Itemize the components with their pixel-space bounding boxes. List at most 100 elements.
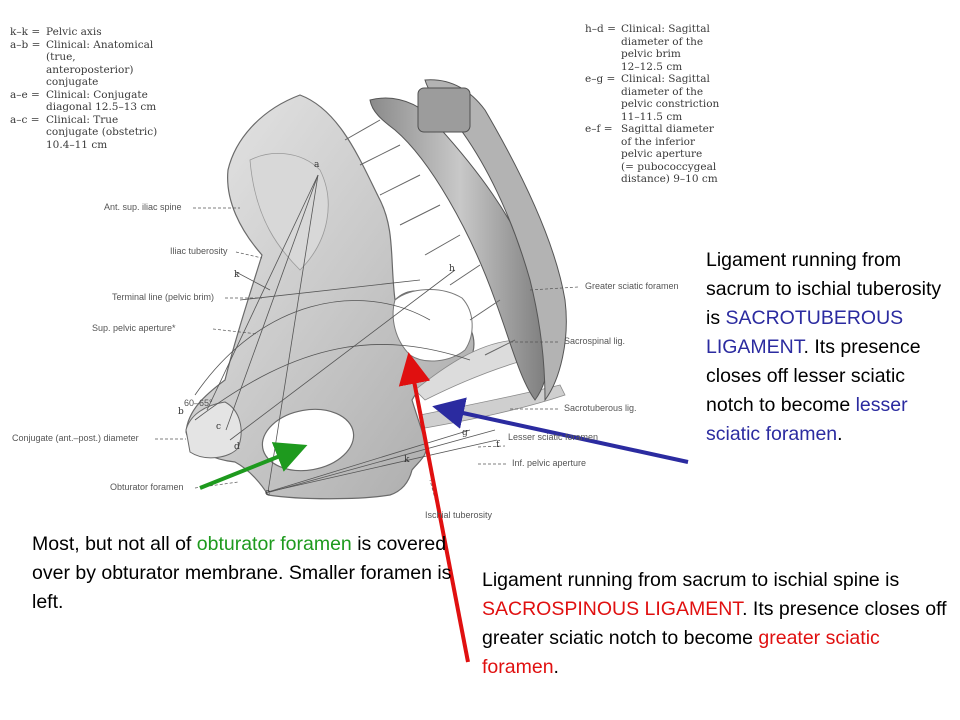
legend-row: distance) 9–10 cm bbox=[585, 173, 745, 186]
legend-text: conjugate (obstetric) bbox=[46, 126, 180, 139]
legend-row: (true, bbox=[10, 51, 180, 64]
letter-k-top: k bbox=[234, 270, 239, 280]
sacrospinous-ligament-highlight: SACROSPINOUS LIGAMENT bbox=[482, 598, 742, 620]
legend-key bbox=[585, 48, 621, 61]
legend-row: diagonal 12.5–13 cm bbox=[10, 101, 180, 114]
legend-key bbox=[585, 61, 621, 74]
note-text: . bbox=[837, 423, 842, 445]
label-terminal-line: Terminal line (pelvic brim) bbox=[112, 292, 214, 302]
letter-e: e bbox=[265, 488, 270, 498]
legend-text: Clinical: True bbox=[46, 114, 180, 127]
note-sacrospinous: Ligament running from sacrum to ischial … bbox=[482, 566, 952, 682]
legend-row: conjugate bbox=[10, 76, 180, 89]
legend-text: 10.4–11 cm bbox=[46, 139, 180, 152]
legend-row: 11–11.5 cm bbox=[585, 111, 745, 124]
legend-key bbox=[10, 51, 46, 64]
letter-c: c bbox=[216, 422, 221, 432]
note-text: . bbox=[554, 656, 559, 678]
legend-text: diameter of the bbox=[621, 36, 745, 49]
legend-text: Sagittal diameter bbox=[621, 123, 745, 136]
legend-row: 12–12.5 cm bbox=[585, 61, 745, 74]
legend-key: a–e = bbox=[10, 89, 46, 102]
label-obturator-foramen: Obturator foramen bbox=[110, 482, 184, 492]
label-inf-pelvic-aperture: Inf. pelvic aperture bbox=[512, 458, 586, 468]
legend-row: a–e =Clinical: Conjugate bbox=[10, 89, 180, 102]
legend-row: a–c =Clinical: True bbox=[10, 114, 180, 127]
legend-text: Clinical: Conjugate bbox=[46, 89, 180, 102]
legend-key bbox=[585, 36, 621, 49]
legend-text: Pelvic axis bbox=[46, 26, 180, 39]
legend-key: h–d = bbox=[585, 23, 621, 36]
legend-row: 10.4–11 cm bbox=[10, 139, 180, 152]
legend-text: distance) 9–10 cm bbox=[621, 173, 745, 186]
legend-text: conjugate bbox=[46, 76, 180, 89]
vertebra-block bbox=[418, 88, 470, 132]
note-text: Ligament running from sacrum to ischial … bbox=[482, 569, 899, 591]
legend-row: of the inferior bbox=[585, 136, 745, 149]
legend-row: pelvic aperture bbox=[585, 148, 745, 161]
legend-text: pelvic brim bbox=[621, 48, 745, 61]
letter-g: g bbox=[462, 428, 468, 438]
legend-key bbox=[10, 101, 46, 114]
legend-row: pelvic brim bbox=[585, 48, 745, 61]
obturator-foramen-highlight: obturator foramen bbox=[197, 533, 352, 555]
legend-row: pelvic constriction bbox=[585, 98, 745, 111]
label-greater-sciatic-foramen: Greater sciatic foramen bbox=[585, 281, 679, 291]
legend-row: diameter of the bbox=[585, 36, 745, 49]
legend-key: e–f = bbox=[585, 123, 621, 136]
note-obturator: Most, but not all of obturator foramen i… bbox=[32, 530, 452, 617]
legend-text: Clinical: Anatomical bbox=[46, 39, 180, 52]
label-angle: 60–65° bbox=[184, 398, 213, 408]
legend-text: diagonal 12.5–13 cm bbox=[46, 101, 180, 114]
legend-key bbox=[10, 76, 46, 89]
letter-f: f bbox=[496, 440, 499, 450]
legend-key: e–g = bbox=[585, 73, 621, 86]
legend-key bbox=[10, 126, 46, 139]
label-sacrotuberous-lig: Sacrotuberous lig. bbox=[564, 403, 637, 413]
legend-row: a–b =Clinical: Anatomical bbox=[10, 39, 180, 52]
legend-row: diameter of the bbox=[585, 86, 745, 99]
legend-text: 11–11.5 cm bbox=[621, 111, 745, 124]
legend-key: a–c = bbox=[10, 114, 46, 127]
legend-row: e–f =Sagittal diameter bbox=[585, 123, 745, 136]
label-sup-pelvic-aperture: Sup. pelvic aperture* bbox=[92, 323, 176, 333]
letter-b: b bbox=[178, 407, 184, 417]
legend-key bbox=[585, 98, 621, 111]
legend-key bbox=[585, 111, 621, 124]
letter-a: a bbox=[314, 160, 319, 170]
legend-text: Clinical: Sagittal bbox=[621, 23, 745, 36]
legend-key bbox=[10, 64, 46, 77]
legend-text: anteroposterior) bbox=[46, 64, 180, 77]
legend-row: h–d =Clinical: Sagittal bbox=[585, 23, 745, 36]
note-sacrotuberous: Ligament running from sacrum to ischial … bbox=[706, 246, 951, 449]
legend-key bbox=[585, 136, 621, 149]
legend-key bbox=[585, 148, 621, 161]
label-ischial-tuberosity: Ischial tuberosity bbox=[425, 510, 492, 520]
legend-row: k–k =Pelvic axis bbox=[10, 26, 180, 39]
legend-row: (= pubococcygeal bbox=[585, 161, 745, 174]
legend-key: a–b = bbox=[10, 39, 46, 52]
letter-d: d bbox=[234, 442, 240, 452]
legend-row: e–g =Clinical: Sagittal bbox=[585, 73, 745, 86]
legend-row: conjugate (obstetric) bbox=[10, 126, 180, 139]
legend-key bbox=[10, 139, 46, 152]
label-conjugate-diameter: Conjugate (ant.–post.) diameter bbox=[12, 433, 139, 443]
legend-text: 12–12.5 cm bbox=[621, 61, 745, 74]
legend-text: pelvic constriction bbox=[621, 98, 745, 111]
letter-h: h bbox=[449, 264, 455, 274]
legend-row: anteroposterior) bbox=[10, 64, 180, 77]
legend-text: Clinical: Sagittal bbox=[621, 73, 745, 86]
label-ant-sup-iliac-spine: Ant. sup. iliac spine bbox=[104, 202, 182, 212]
legend-text: (= pubococcygeal bbox=[621, 161, 745, 174]
legend-text: of the inferior bbox=[621, 136, 745, 149]
label-sacrospinal-lig: Sacrospinal lig. bbox=[564, 336, 625, 346]
label-lesser-sciatic-foramen: Lesser sciatic foramen bbox=[508, 432, 598, 442]
label-iliac-tuberosity: Iliac tuberosity bbox=[170, 246, 228, 256]
legend-text: (true, bbox=[46, 51, 180, 64]
legend-key: k–k = bbox=[10, 26, 46, 39]
note-text: Most, but not all of bbox=[32, 533, 197, 555]
legend-text: diameter of the bbox=[621, 86, 745, 99]
legend-key bbox=[585, 173, 621, 186]
